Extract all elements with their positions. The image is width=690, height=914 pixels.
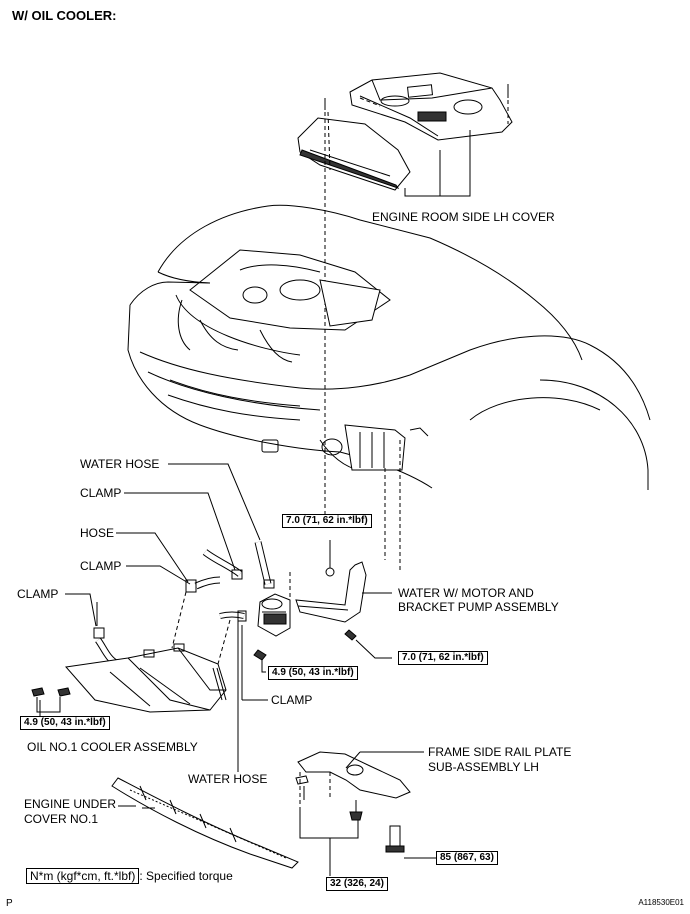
- label-clamp-mid: CLAMP: [80, 559, 122, 573]
- legend-text: : Specified torque: [139, 869, 233, 883]
- water-pump-assembly-drawing: [254, 540, 392, 672]
- corner-mark-left: P: [6, 898, 13, 909]
- torque-legend: N*m (kgf*cm, ft.*lbf): Specified torque: [26, 868, 233, 884]
- label-water-hose-top: WATER HOSE: [80, 457, 160, 471]
- vehicle-front-drawing: [128, 205, 650, 570]
- torque-spec-5: 85 (867, 63): [436, 851, 498, 865]
- label-engine-room-side-lh-cover: ENGINE ROOM SIDE LH COVER: [372, 210, 555, 224]
- torque-spec-4: 4.9 (50, 43 in.*lbf): [20, 716, 110, 730]
- engine-under-cover-drawing: [112, 778, 298, 868]
- label-water-pump-line2: BRACKET PUMP ASSEMBLY: [398, 600, 559, 614]
- legend-unit-box: N*m (kgf*cm, ft.*lbf): [26, 868, 140, 884]
- engine-room-side-cover-drawing: [298, 73, 512, 520]
- torque-spec-2: 7.0 (71, 62 in.*lbf): [398, 651, 488, 665]
- label-under-cover-line1: ENGINE UNDER: [24, 797, 117, 811]
- leader-lines: [40, 464, 268, 808]
- torque-spec-6: 32 (326, 24): [326, 877, 388, 891]
- label-hose: HOSE: [80, 526, 115, 540]
- frame-rail-plate-drawing: [296, 752, 436, 876]
- torque-spec-1: 7.0 (71, 62 in.*lbf): [282, 514, 372, 528]
- label-under-cover-line2: COVER NO.1: [24, 812, 99, 826]
- label-water-pump-line1: WATER W/ MOTOR AND: [398, 586, 534, 600]
- label-frame-plate-line1: FRAME SIDE RAIL PLATE: [428, 745, 572, 759]
- label-water-hose-bottom: WATER HOSE: [188, 772, 268, 786]
- page-title: W/ OIL COOLER:: [12, 8, 117, 23]
- label-clamp-bottom: CLAMP: [271, 693, 313, 707]
- figure-id: A118530E01: [638, 898, 684, 907]
- label-clamp-top: CLAMP: [80, 486, 122, 500]
- label-frame-plate-line2: SUB-ASSEMBLY LH: [428, 760, 539, 774]
- label-oil-cooler: OIL NO.1 COOLER ASSEMBLY: [27, 740, 198, 754]
- label-clamp-left: CLAMP: [17, 587, 59, 601]
- oil-cooler-drawing: [32, 644, 226, 712]
- torque-spec-3: 4.9 (50, 43 in.*lbf): [268, 666, 358, 680]
